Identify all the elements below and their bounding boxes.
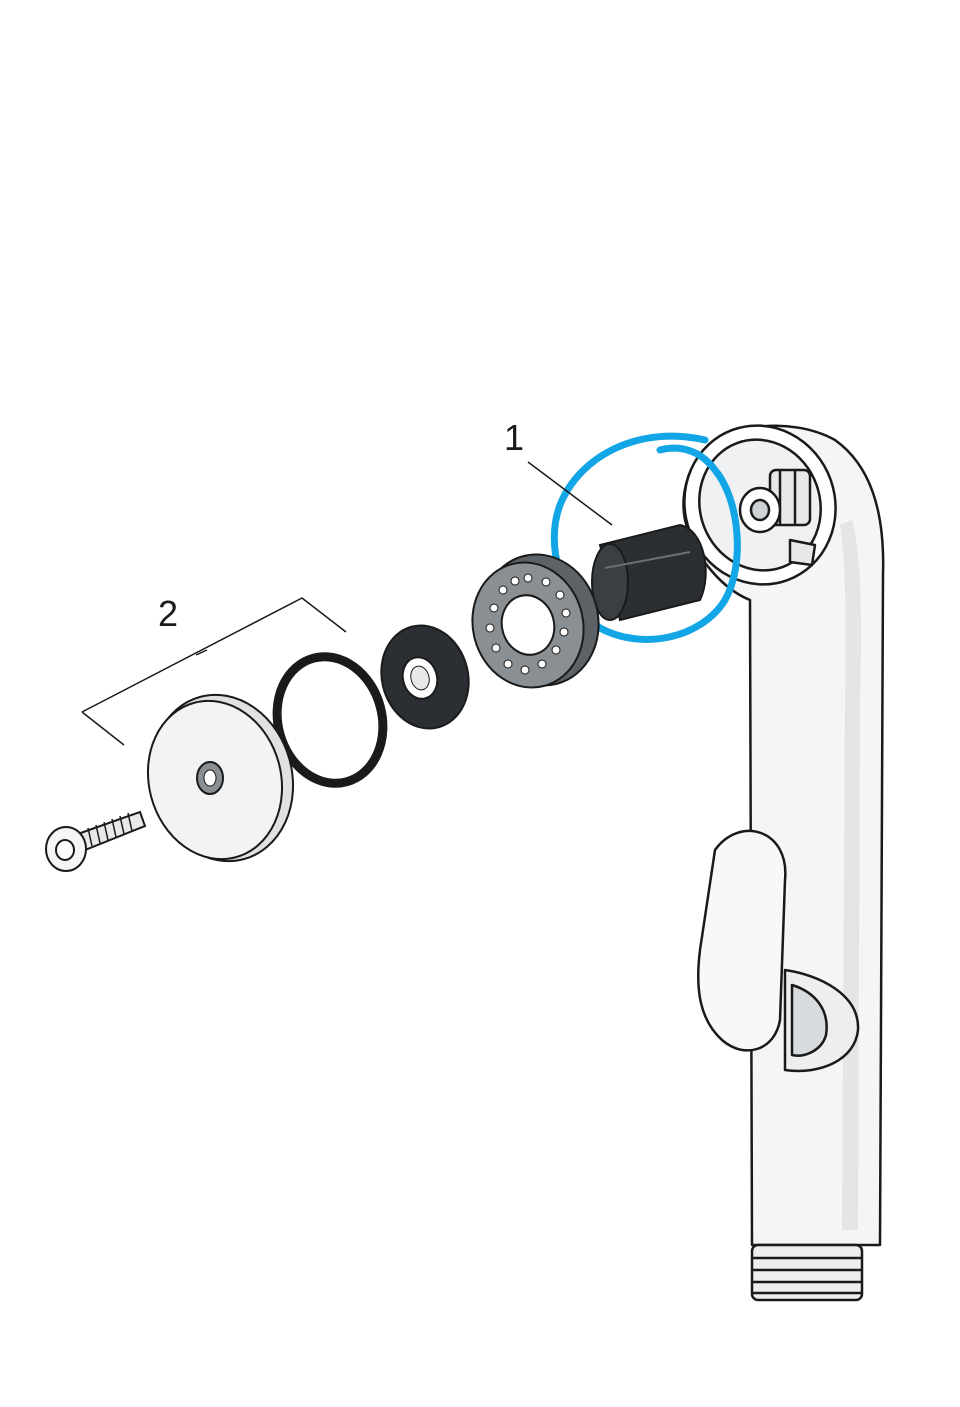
leader-line-1: [527, 461, 613, 526]
perforated-disc-icon: [471, 553, 600, 689]
callout-label-2: 2: [158, 593, 178, 634]
washer-icon: [380, 624, 470, 730]
o-ring-icon: [272, 652, 388, 788]
callout-1: 1: [504, 417, 613, 526]
highlight-circle: [550, 432, 741, 643]
spray-face-cap-icon: [146, 693, 295, 863]
callout-label-1: 1: [504, 417, 524, 458]
callout-2: 2: [81, 593, 347, 746]
screw-icon: [45, 810, 147, 872]
leader-bracket-2: [81, 597, 347, 746]
sleeve-insert-icon: [591, 523, 707, 622]
